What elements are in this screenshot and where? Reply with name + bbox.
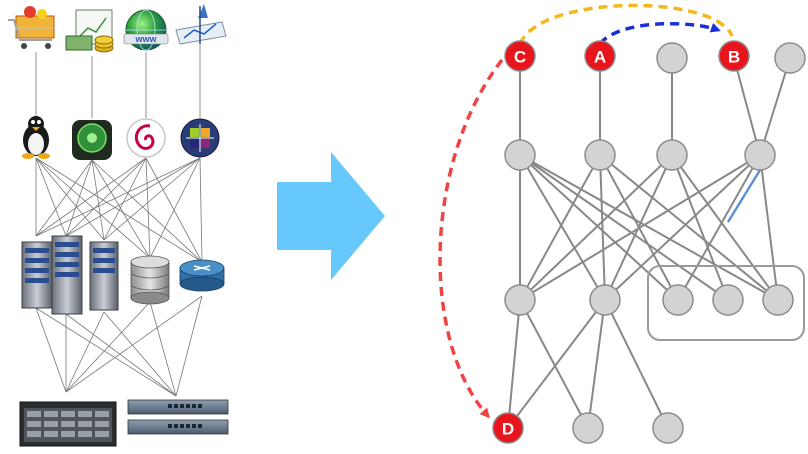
- web-globe-icon: www: [123, 9, 169, 51]
- graph-node: [572, 412, 604, 444]
- graph-node: [656, 139, 688, 171]
- highlighted-edge: [726, 169, 762, 223]
- left-panel-edges: [35, 44, 203, 397]
- analytics-chart-icon: [175, 4, 227, 45]
- graph-node: [712, 284, 744, 316]
- graph-node: [504, 284, 536, 316]
- dashed-arrow-c-to-b: [512, 3, 734, 53]
- node-c-label: C: [514, 48, 526, 67]
- shopping-cart-icon: [8, 6, 55, 49]
- graph-node: [744, 139, 776, 171]
- node-b: B: [718, 40, 750, 72]
- dashed-arrow-c-to-d: [438, 58, 504, 419]
- graph-node: [584, 139, 616, 171]
- node-b-label: B: [728, 48, 740, 67]
- graph-node: [652, 412, 684, 444]
- graph-node: [762, 284, 794, 316]
- graph-node: [662, 284, 694, 316]
- debian-icon: [126, 118, 166, 158]
- green-os-icon: [72, 120, 112, 160]
- linux-tux-icon: [22, 116, 50, 159]
- node-d-label: D: [502, 420, 514, 439]
- server-rack-small-icon: [89, 241, 119, 311]
- graph-node: [589, 284, 621, 316]
- centos-icon: [180, 118, 220, 158]
- graph-edges: [507, 57, 791, 429]
- graph-node: [504, 139, 536, 171]
- node-a-label: A: [594, 48, 606, 67]
- graph-nodes: [504, 42, 806, 444]
- node-a: A: [584, 40, 616, 72]
- node-group-box: [647, 265, 805, 341]
- finance-report-icon: [65, 9, 114, 53]
- node-c: C: [504, 40, 536, 72]
- network-switch-icon: [127, 399, 229, 435]
- server-tower-icon: [51, 235, 83, 315]
- right-arrow: [277, 152, 385, 280]
- storage-array-icon: [19, 401, 117, 447]
- dashed-arrow-a-to-b: [598, 21, 721, 46]
- svg-text:www: www: [134, 34, 157, 44]
- server-rack-icon: [21, 241, 53, 309]
- node-d: D: [492, 412, 524, 444]
- graph-node: [774, 42, 806, 74]
- graph-node: [656, 42, 688, 74]
- router-icon: [179, 259, 225, 292]
- database-icon: [130, 255, 170, 305]
